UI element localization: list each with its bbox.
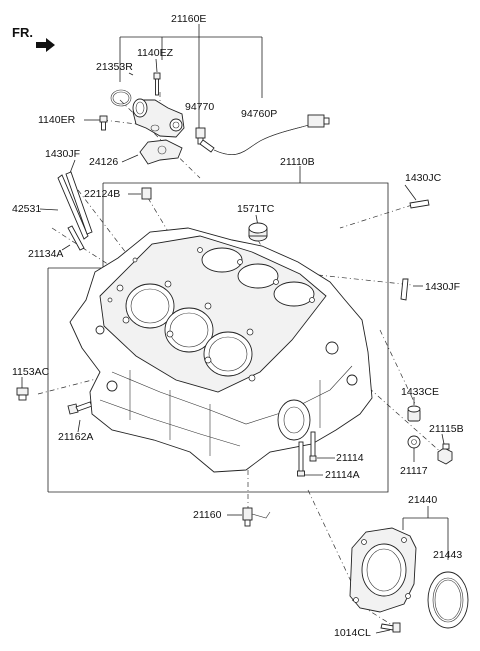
label-21160E[interactable]: 21160E — [171, 13, 206, 25]
fitting-21160[interactable] — [242, 507, 271, 527]
coolant-outlet-housing[interactable] — [132, 98, 185, 138]
front-direction-label: FR. — [12, 25, 33, 40]
label-21117[interactable]: 21117 — [400, 465, 428, 477]
bolt-21162A[interactable] — [67, 401, 93, 415]
label-1014CL[interactable]: 1014CL — [334, 627, 371, 639]
label-21440[interactable]: 21440 — [408, 494, 437, 506]
label-1430JF-top[interactable]: 1430JF — [45, 148, 80, 160]
label-21115B[interactable]: 21115B — [429, 423, 464, 435]
plug-1571TC[interactable] — [248, 222, 268, 242]
washer-21117[interactable] — [407, 435, 421, 449]
bolt-1140ER[interactable] — [99, 115, 108, 131]
drain-plug-21115B[interactable] — [437, 443, 453, 465]
label-21114A[interactable]: 21114A — [325, 469, 360, 481]
label-21162A[interactable]: 21162A — [58, 431, 93, 443]
label-21114[interactable]: 21114 — [336, 452, 364, 464]
leader-lines — [21, 24, 449, 634]
dowel-1430JF-top[interactable] — [57, 174, 89, 240]
o-ring-21353R[interactable] — [110, 89, 132, 107]
plug-1153AC[interactable] — [16, 387, 29, 401]
plug-1433CE[interactable] — [407, 405, 421, 422]
rear-oil-seal-21443[interactable] — [427, 571, 469, 629]
front-arrow-icon — [36, 38, 55, 52]
label-1430JF-right[interactable]: 1430JF — [425, 281, 460, 293]
label-1140ER[interactable]: 1140ER — [38, 114, 76, 126]
cylinder-block-21110B[interactable] — [69, 227, 373, 473]
label-21160[interactable]: 21160 — [193, 509, 222, 521]
label-21353R[interactable]: 21353R — [96, 61, 133, 73]
label-21110B[interactable]: 21110B — [280, 156, 315, 168]
sensor-94770[interactable] — [195, 127, 215, 153]
bolt-1140EZ[interactable] — [153, 72, 161, 96]
label-22124B[interactable]: 22124B — [84, 188, 120, 200]
label-42531[interactable]: 42531 — [12, 203, 41, 215]
bolt-21114A[interactable] — [297, 441, 305, 477]
label-1153AC[interactable]: 1153AC — [12, 366, 50, 378]
label-1430JC[interactable]: 1430JC — [405, 172, 442, 184]
label-94760P[interactable]: 94760P — [241, 108, 277, 120]
label-1571TC[interactable]: 1571TC — [237, 203, 275, 215]
bolt-21114[interactable] — [309, 431, 317, 462]
sensor-harness-94760P[interactable] — [213, 114, 330, 155]
tube-42531[interactable] — [65, 171, 93, 235]
label-94770[interactable]: 94770 — [185, 101, 214, 113]
label-1433CE[interactable]: 1433CE — [401, 386, 439, 398]
label-21134A[interactable]: 21134A — [28, 248, 63, 260]
pin-1430JF-right[interactable] — [400, 278, 409, 301]
gasket-24126[interactable] — [139, 139, 183, 165]
bolt-1014CL[interactable] — [380, 622, 401, 633]
pin-21134A[interactable] — [67, 225, 85, 251]
label-1140EZ[interactable]: 1140EZ — [137, 47, 174, 59]
pin-1430JC[interactable] — [409, 199, 430, 209]
label-24126[interactable]: 24126 — [89, 156, 118, 168]
dowel-22124B[interactable] — [141, 187, 152, 200]
rear-seal-housing-21440[interactable] — [349, 527, 417, 613]
